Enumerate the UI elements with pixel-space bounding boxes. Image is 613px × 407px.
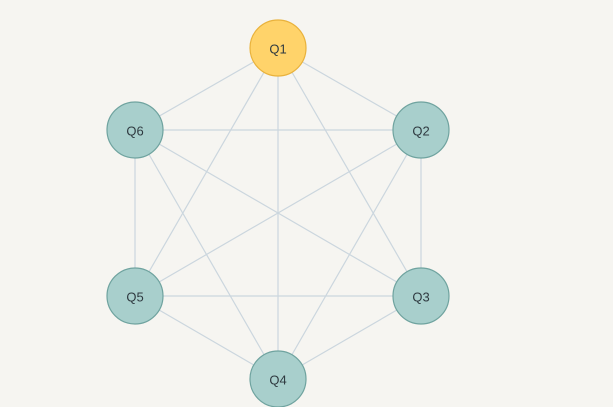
node-circle[interactable]: [249, 19, 307, 77]
node-circle[interactable]: [106, 101, 164, 159]
node-circle[interactable]: [392, 101, 450, 159]
node-q6[interactable]: Q6: [106, 101, 164, 159]
node-label: Q6: [126, 124, 143, 139]
edge-q3-q6: [134, 129, 422, 297]
edge-q4-q6: [134, 129, 279, 380]
node-q1[interactable]: Q1: [249, 19, 307, 77]
node-label: Q4: [269, 373, 286, 388]
node-label: Q2: [412, 124, 429, 139]
node-q5[interactable]: Q5: [106, 267, 164, 325]
node-circle[interactable]: [392, 267, 450, 325]
edge-layer: [134, 47, 422, 380]
node-label: Q5: [126, 290, 143, 305]
node-q3[interactable]: Q3: [392, 267, 450, 325]
node-label: Q1: [269, 42, 286, 57]
node-circle[interactable]: [106, 267, 164, 325]
node-q4[interactable]: Q4: [249, 350, 307, 407]
node-label: Q3: [412, 290, 429, 305]
node-circle[interactable]: [249, 350, 307, 407]
node-q2[interactable]: Q2: [392, 101, 450, 159]
